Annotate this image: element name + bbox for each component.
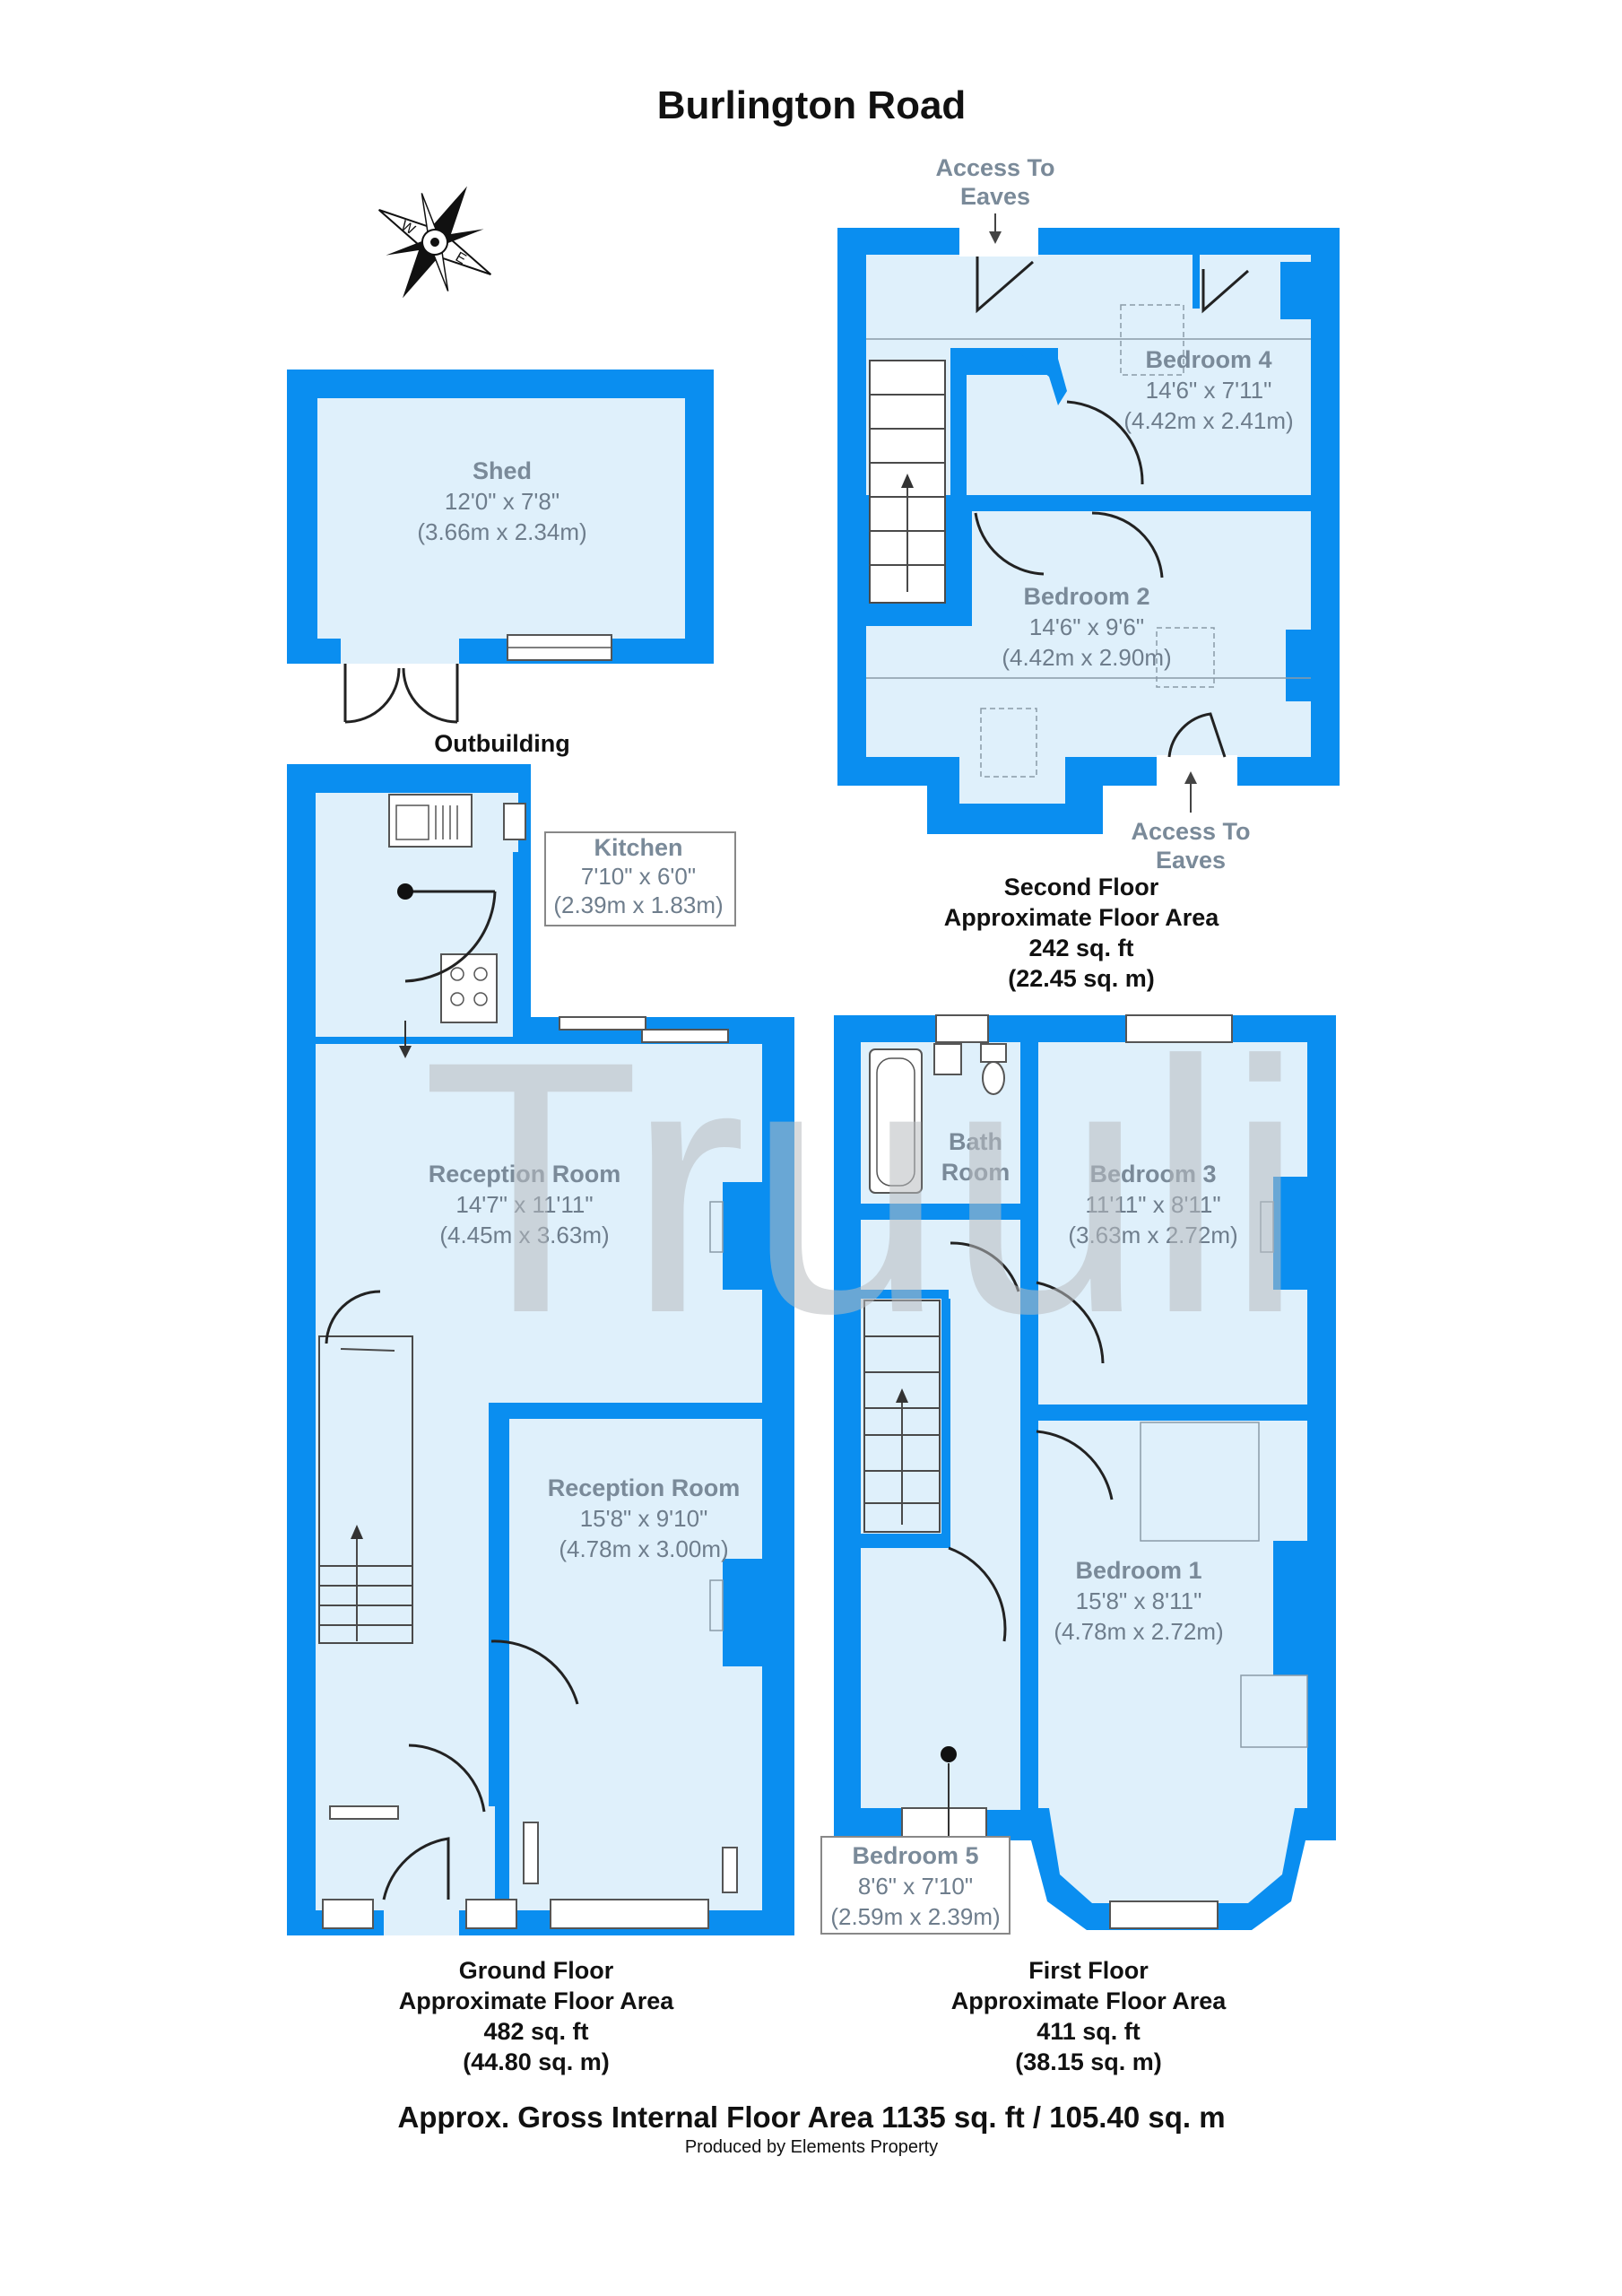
ground-stairs (318, 1335, 413, 1644)
ground-floor-caption-2: Approximate Floor Area (399, 1987, 675, 2014)
access-eaves-top-2: Eaves (960, 183, 1030, 210)
bedroom-3-metric: (3.63m x 2.72m) (1068, 1222, 1237, 1248)
bedroom-3-imperial: 11'11" x 8'11" (1085, 1191, 1220, 1218)
kitchen-name: Kitchen (594, 834, 682, 861)
bedroom-5-metric: (2.59m x 2.39m) (830, 1903, 1000, 1930)
eaves-hatching (866, 338, 1311, 679)
outbuilding-label: Outbuilding (434, 730, 569, 757)
bedroom-2-metric: (4.42m x 2.90m) (1002, 644, 1171, 671)
bedroom-1-metric: (4.78m x 2.72m) (1054, 1618, 1223, 1645)
reception-room-2-metric: (4.78m x 3.00m) (559, 1535, 728, 1562)
reception-room-1-name: Reception Room (429, 1161, 621, 1187)
ground-floor-sqm: (44.80 sq. m) (463, 2048, 610, 2075)
access-eaves-bottom-1: Access To (1131, 818, 1250, 845)
second-floor-plan: Bedroom 4 14'6" x 7'11" (4.42m x 2.41m) … (837, 228, 1340, 834)
kitchen-imperial: 7'10" x 6'0" (581, 863, 696, 890)
ground-floor-caption-1: Ground Floor (459, 1957, 614, 1984)
shed-metric: (3.66m x 2.34m) (417, 518, 586, 545)
first-floor-sqft: 411 sq. ft (1037, 2018, 1141, 2045)
first-floor-caption-1: First Floor (1028, 1957, 1149, 1984)
kitchen-metric: (2.39m x 1.83m) (553, 891, 723, 918)
bedroom-2-imperial: 14'6" x 9'6" (1029, 613, 1144, 640)
bedroom-4-imperial: 14'6" x 7'11" (1146, 377, 1272, 404)
access-eaves-bottom-2: Eaves (1156, 847, 1226, 874)
reception-room-1-metric: (4.45m x 3.63m) (439, 1222, 609, 1248)
ground-floor-plan: Kitchen 7'10" x 6'0" (2.39m x 1.83m) Rec… (287, 764, 794, 1935)
bedroom-1-imperial: 15'8" x 8'11" (1076, 1587, 1202, 1614)
bedroom-3-name: Bedroom 3 (1089, 1161, 1216, 1187)
bathroom-name-2: Room (941, 1159, 1010, 1186)
shed-plan: Shed 12'0" x 7'8" (3.66m x 2.34m) (287, 370, 714, 724)
ground-floor-sqft: 482 sq. ft (483, 2018, 588, 2045)
first-stairs (863, 1300, 941, 1533)
second-floor-sqm: (22.45 sq. m) (1008, 965, 1155, 992)
second-floor-caption-2: Approximate Floor Area (944, 904, 1220, 931)
shed-imperial: 12'0" x 7'8" (445, 488, 559, 515)
produced-by-credit: Produced by Elements Property (685, 2137, 938, 2157)
bedroom-5-name: Bedroom 5 (852, 1842, 978, 1869)
bedroom-2-name: Bedroom 2 (1023, 583, 1149, 610)
first-floor-caption-2: Approximate Floor Area (951, 1987, 1227, 2014)
bedroom-4-name: Bedroom 4 (1145, 346, 1271, 373)
first-floor-sqm: (38.15 sq. m) (1015, 2048, 1162, 2075)
page-title: Burlington Road (657, 83, 967, 127)
second-floor-sqft: 242 sq. ft (1028, 935, 1133, 961)
bedroom-1-name: Bedroom 1 (1075, 1557, 1201, 1584)
reception-room-2-imperial: 15'8" x 9'10" (580, 1505, 708, 1532)
shed-name: Shed (473, 457, 532, 484)
bathroom-name-1: Bath (949, 1128, 1002, 1155)
bedroom-5-imperial: 8'6" x 7'10" (858, 1873, 973, 1900)
reception-room-1-imperial: 14'7" x 11'11" (455, 1191, 593, 1218)
gross-floor-area: Approx. Gross Internal Floor Area 1135 s… (397, 2100, 1225, 2134)
first-floor-plan: Bath Room Bedroom 3 11'11" x 8'11" (3.63… (820, 1014, 1336, 1935)
watermark: Truuli (421, 987, 1305, 1387)
access-eaves-top-1: Access To (935, 154, 1054, 181)
bedroom-4-metric: (4.42m x 2.41m) (1123, 407, 1293, 434)
second-floor-caption-1: Second Floor (1004, 874, 1159, 900)
compass-icon: N E S W (377, 186, 492, 299)
reception-room-2-name: Reception Room (548, 1474, 741, 1501)
